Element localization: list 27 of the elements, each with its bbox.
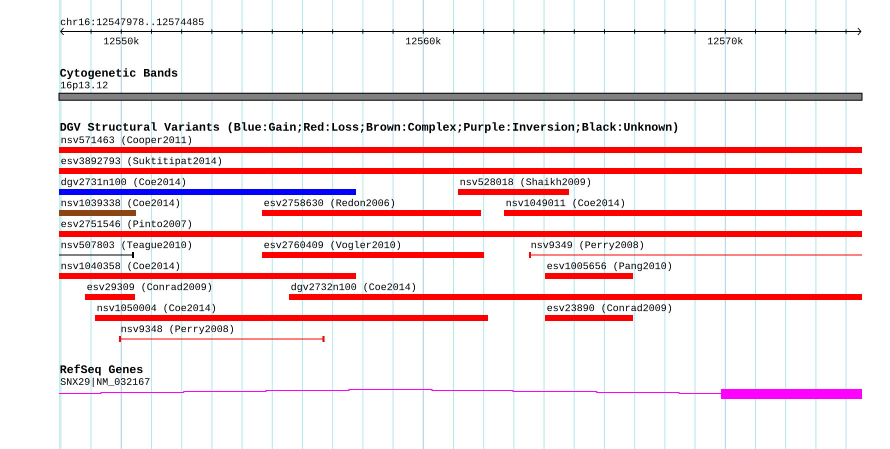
feature-label: nsv507803 (Teague2010) xyxy=(62,240,192,250)
feature-label: 16p13.12 xyxy=(60,82,108,90)
feature-label: esv2760409 (Vogler2010) xyxy=(264,240,400,250)
feature-label: nsv1049011 (Coe2014) xyxy=(506,198,624,208)
feature-label: esv29309 (Conrad2009) xyxy=(87,282,212,292)
feature-label: dgv2731n100 (Coe2014) xyxy=(61,178,186,188)
tick-label: 12570k xyxy=(708,37,743,44)
feature-label: esv2751546 (Pinto2007) xyxy=(61,220,192,230)
track-title: RefSeq Genes xyxy=(60,364,143,376)
tick-label: 12560k xyxy=(406,37,441,44)
feature-label: esv1005656 (Pang2010) xyxy=(547,262,672,272)
feature-label: nsv528018 (Shaikh2009) xyxy=(460,178,590,188)
feature-label: nsv9349 (Perry2008) xyxy=(532,240,644,250)
feature-label: esv2758630 (Redon2006) xyxy=(264,198,394,208)
feature-label: SNX29|NM_032167 xyxy=(60,378,150,387)
feature-label: nsv1039338 (Coe2014) xyxy=(62,198,180,208)
ruler-label: chr16:12547978..12574485 xyxy=(60,18,204,26)
track-title: DGV Structural Variants (Blue:Gain;Red:Loss;Brown:Complex;Purple:Inversion;Black:Unknown) xyxy=(60,122,678,134)
tick-label: 12550k xyxy=(104,37,139,44)
track-title: Cytogenetic Bands xyxy=(60,68,178,80)
feature-label: nsv1050004 (Coe2014) xyxy=(98,304,216,314)
feature-label: nsv9348 (Perry2008) xyxy=(122,324,234,334)
feature-label: esv23890 (Conrad2009) xyxy=(547,304,672,314)
feature-label: esv3892793 (Suktitipat2014) xyxy=(61,156,222,166)
feature-label: dgv2732n100 (Coe2014) xyxy=(291,282,416,292)
feature-label: nsv1040358 (Coe2014) xyxy=(62,262,180,272)
feature-label: nsv571463 (Cooper2011) xyxy=(62,136,192,146)
